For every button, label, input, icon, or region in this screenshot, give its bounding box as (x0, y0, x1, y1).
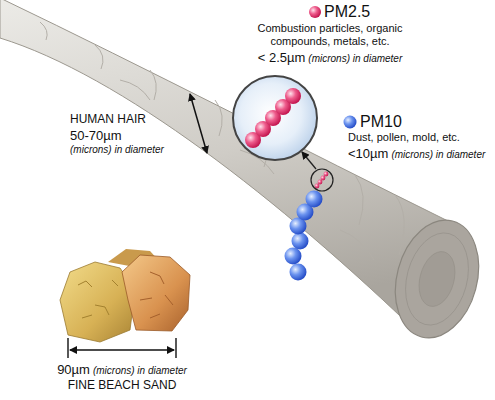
dimension: 50-70µm (70, 128, 122, 144)
unit-note: (microns) in diameter (93, 365, 187, 377)
dimension: <10µm (348, 146, 388, 162)
pm25-particles-small (315, 172, 329, 189)
pm10-icon (344, 116, 357, 129)
zoom-arrow (302, 152, 316, 169)
unit-note: (microns) in diameter (391, 149, 485, 161)
zoom-source-circle (311, 169, 333, 191)
description: Dust, pollen, mold, etc. (348, 131, 460, 144)
particle-class: PM2.5 (324, 2, 370, 21)
magnifier-circle (233, 76, 317, 160)
hair-dimension-arrow (190, 94, 207, 153)
unit-note: (microns) in diameter (70, 144, 164, 156)
dimension: 90µm (57, 362, 90, 378)
part-name: HUMAN HAIR (70, 112, 146, 126)
hair-cap-texture (413, 248, 460, 311)
sand-grains (60, 249, 190, 342)
unit-note: (microns) in diameter (308, 53, 402, 65)
dimension: < 2.5µm (258, 50, 306, 66)
pm25-icon (309, 6, 321, 18)
part-name: FINE BEACH SAND (68, 378, 177, 392)
sand-dimension (68, 338, 176, 358)
pm25-particles-magnified (245, 88, 301, 148)
hair-end-cap (383, 211, 491, 348)
description: Combustion particles, organic compounds,… (235, 22, 425, 48)
pm10-particles (285, 191, 323, 281)
particle-class: PM10 (360, 112, 402, 131)
hair-cap-texture (396, 226, 478, 332)
